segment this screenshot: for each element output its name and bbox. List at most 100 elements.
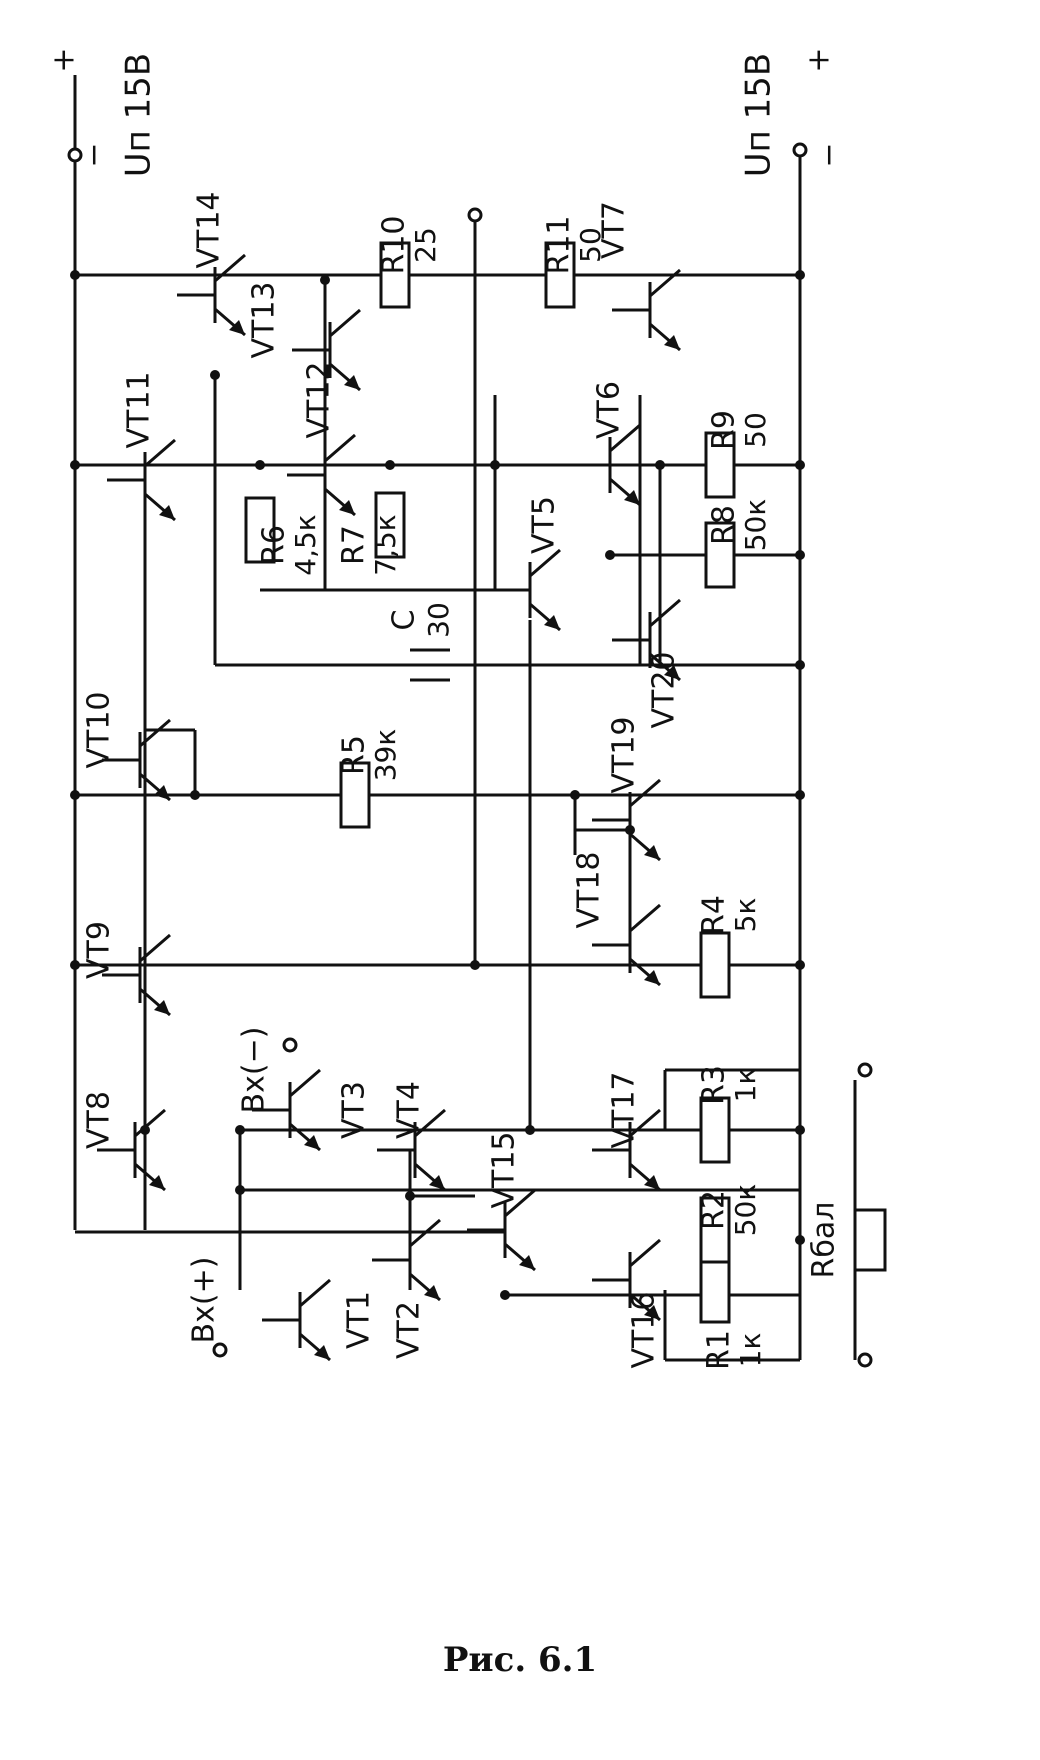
vt20-transistor — [612, 598, 681, 682]
emitter-arrow — [159, 505, 175, 520]
r1-value: 1к — [734, 1333, 767, 1368]
r7-value: 7,5к — [369, 514, 402, 575]
r1-resistor — [699, 1256, 731, 1324]
junction-dot — [405, 1191, 415, 1201]
vt14-label: VT14 — [192, 191, 227, 268]
vt8-label: VT8 — [82, 1091, 117, 1149]
collector-lead — [214, 253, 246, 283]
vt6-transistor — [572, 423, 641, 507]
emitter-arrow — [664, 335, 680, 350]
balance-resistor — [853, 1208, 887, 1272]
r5-label: R5 — [337, 735, 372, 775]
emitter-arrow — [644, 1175, 660, 1190]
circuit-components — [97, 241, 887, 1362]
junction-dot — [795, 790, 805, 800]
vt12-label: VT12 — [302, 361, 337, 438]
junction-dot — [605, 550, 615, 560]
r4-resistor — [699, 931, 731, 999]
vt5-label: VT5 — [527, 496, 562, 554]
r5-resistor — [339, 761, 371, 829]
junction-dot — [235, 1185, 245, 1195]
r9-resistor — [704, 431, 736, 499]
vt10-label: VT10 — [82, 691, 117, 768]
emitter-arrow — [664, 665, 680, 680]
collector-lead — [329, 308, 361, 338]
emitter-arrow — [644, 970, 660, 985]
emitter-arrow — [339, 500, 355, 515]
collector-lead — [629, 1108, 661, 1138]
r4-label: R4 — [697, 895, 732, 935]
vt2-label: VT2 — [392, 1301, 427, 1359]
vt16-label: VT16 — [627, 1291, 662, 1368]
input-inverting-label: Вх(−) — [237, 1027, 272, 1114]
vt18-transistor — [592, 903, 661, 987]
junction-dot — [385, 460, 395, 470]
vt20-label: VT20 — [647, 651, 682, 728]
junction-dot — [70, 960, 80, 970]
terminal — [212, 1342, 228, 1358]
junction-dot — [795, 460, 805, 470]
collector-lead — [134, 1108, 166, 1138]
supply-plus-left: + — [47, 47, 82, 72]
terminal — [792, 142, 808, 158]
junction-dot — [70, 460, 80, 470]
terminal — [857, 1062, 873, 1078]
vt16-transistor — [592, 1238, 661, 1322]
vt3-transistor — [252, 1068, 321, 1152]
r10-label: R10 — [377, 215, 412, 274]
r10-value: 25 — [409, 227, 442, 263]
balance-resistor-label: Rбал — [807, 1202, 842, 1279]
vt8-transistor — [97, 1108, 166, 1192]
collector-lead — [414, 1108, 446, 1138]
collector-lead — [139, 718, 171, 748]
r2-value: 50к — [729, 1184, 762, 1237]
junction-dot — [70, 790, 80, 800]
r7-resistor — [374, 491, 406, 559]
emitter-arrow — [624, 490, 640, 505]
vt19-transistor — [592, 778, 661, 862]
emitter-arrow — [304, 1135, 320, 1150]
vt11-label: VT11 — [122, 371, 157, 448]
junction-dot — [570, 790, 580, 800]
supply-minus-left: − — [77, 142, 112, 167]
r3-value: 1к — [729, 1068, 762, 1103]
r5-value: 39к — [369, 729, 402, 782]
r8-value: 50к — [739, 499, 772, 552]
r11-value: 50 — [574, 227, 607, 263]
vt1-label: VT1 — [342, 1291, 377, 1349]
r3-resistor — [699, 1096, 731, 1164]
supply-plus-right: + — [802, 47, 837, 72]
vt14-transistor — [177, 253, 246, 337]
vt15-label: VT15 — [487, 1131, 522, 1208]
terminal — [282, 1037, 298, 1053]
emitter-arrow — [344, 375, 360, 390]
vt5-transistor — [492, 548, 561, 632]
collector-lead — [529, 548, 561, 578]
r8-resistor — [704, 521, 736, 589]
r6-resistor — [244, 496, 276, 564]
supply-label-left: Uп 15В — [119, 53, 159, 178]
collector-lead — [324, 433, 356, 463]
r6-label: R6 — [257, 525, 292, 565]
r2-resistor — [699, 1196, 731, 1264]
junction-dot — [795, 550, 805, 560]
r2-label: R2 — [697, 1190, 732, 1230]
r4-value: 5к — [729, 898, 762, 933]
vt13-transistor — [292, 308, 361, 392]
emitter-arrow — [154, 1000, 170, 1015]
junction-dot — [210, 370, 220, 380]
vt12-transistor — [287, 433, 356, 517]
emitter-arrow — [314, 1345, 330, 1360]
r8-label: R8 — [707, 505, 742, 545]
emitter-arrow — [149, 1175, 165, 1190]
vt4-label: VT4 — [392, 1081, 427, 1139]
collector-lead — [289, 1068, 321, 1098]
junction-dot — [190, 790, 200, 800]
collector-lead — [629, 903, 661, 933]
junction-dot — [320, 275, 330, 285]
terminal — [857, 1352, 873, 1368]
input-noninverting-label: Вх(+) — [187, 1257, 222, 1344]
emitter-arrow — [544, 615, 560, 630]
vt15-transistor — [467, 1188, 536, 1272]
